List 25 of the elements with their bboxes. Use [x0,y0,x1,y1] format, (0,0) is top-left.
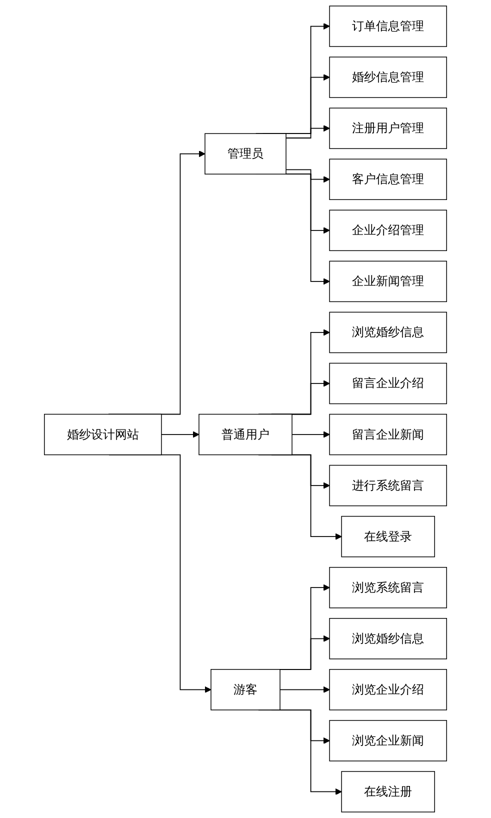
node-box: 在线登录 [341,516,435,558]
node-box: 注册用户管理 [329,108,447,149]
node-box: 游客 [210,669,280,710]
node-box: 留言企业新闻 [329,414,447,456]
node-box: 浏览系统留言 [329,566,447,608]
arrow [292,431,330,438]
arrow [286,169,330,183]
node-box: 企业介绍管理 [329,210,447,252]
node-box: 订单信息管理 [329,6,447,47]
node-box: 浏览企业新闻 [329,720,447,762]
node-box: 婚纱信息管理 [329,56,447,98]
node-box: 浏览婚纱信息 [329,618,447,660]
arrow [161,431,200,438]
node-box: 留言企业介绍 [329,362,447,404]
node-box: 婚纱设计网站 [44,414,162,456]
arrow [286,125,330,138]
node-box: 管理员 [204,133,286,174]
node-box: 客户信息管理 [329,158,447,200]
node-box: 进行系统留言 [329,464,447,506]
node-box: 企业新闻管理 [329,260,447,302]
node-box: 浏览企业介绍 [329,669,447,710]
node-box: 普通用户 [198,414,292,456]
arrow [280,686,330,693]
node-box: 浏览婚纱信息 [329,312,447,354]
node-box: 在线注册 [341,771,435,812]
